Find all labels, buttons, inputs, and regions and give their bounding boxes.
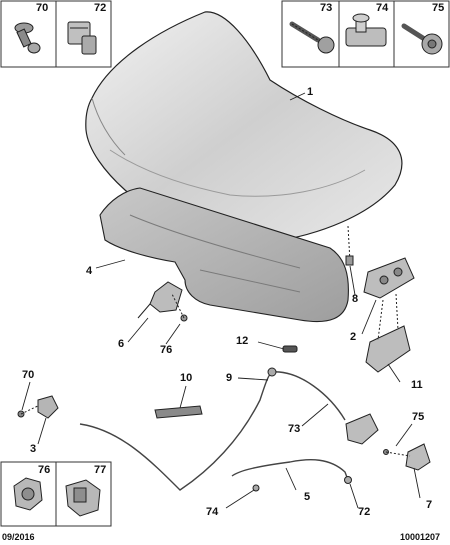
callout-73: 73 xyxy=(288,423,301,435)
callout-12: 12 xyxy=(236,335,249,347)
inset-number-72: 72 xyxy=(94,2,107,14)
callout-2: 2 xyxy=(350,331,357,343)
callout-7: 7 xyxy=(426,499,433,511)
callout-5: 5 xyxy=(304,491,311,503)
hood-panel xyxy=(85,11,403,244)
inset-box-top-right xyxy=(281,0,450,68)
callout-9: 9 xyxy=(226,372,233,384)
clip-76-part xyxy=(171,293,188,322)
latch-upper-2 xyxy=(363,257,415,299)
clip-74-icon xyxy=(345,13,387,47)
callout-10: 10 xyxy=(180,372,193,384)
cable-9 xyxy=(79,367,346,491)
footer-date: 09/2016 xyxy=(2,532,35,542)
cable-5 xyxy=(231,459,352,492)
callout-72: 72 xyxy=(358,506,371,518)
callout-1: 1 xyxy=(307,86,314,98)
clip-12-part xyxy=(282,345,298,353)
callout-74: 74 xyxy=(206,506,219,518)
callout-4: 4 xyxy=(86,265,93,277)
latch-7 xyxy=(345,413,431,471)
footer-ref: 10001207 xyxy=(400,532,441,542)
inset-box-top-left xyxy=(0,0,112,68)
callout-6: 6 xyxy=(118,338,125,350)
clip-72-icon xyxy=(67,21,97,55)
lever-3 xyxy=(17,395,59,419)
callout-3: 3 xyxy=(30,443,37,455)
screw-70-icon xyxy=(14,22,41,54)
seal-10 xyxy=(154,405,203,419)
callout-8: 8 xyxy=(352,293,359,305)
latch-lower-11 xyxy=(365,293,411,373)
inset-number-76: 76 xyxy=(38,464,51,476)
hood-lining xyxy=(99,187,349,323)
callout-11: 11 xyxy=(411,379,423,391)
screw-73-icon xyxy=(289,21,335,54)
inset-number-77: 77 xyxy=(94,464,107,476)
inset-number-74: 74 xyxy=(376,2,389,14)
callout-76: 76 xyxy=(160,344,173,356)
inset-number-75: 75 xyxy=(432,2,445,14)
stop-8 xyxy=(345,225,354,266)
leader-lines xyxy=(21,92,421,509)
screw-75-icon xyxy=(401,23,443,55)
clip-76-icon xyxy=(13,477,43,511)
inset-number-73: 73 xyxy=(320,2,333,14)
inset-number-70: 70 xyxy=(36,2,49,14)
inset-box-bottom-left xyxy=(0,461,112,527)
callout-75: 75 xyxy=(412,411,425,423)
bracket-6 xyxy=(137,281,183,319)
clip-77-icon xyxy=(65,479,101,517)
callout-70: 70 xyxy=(22,369,35,381)
